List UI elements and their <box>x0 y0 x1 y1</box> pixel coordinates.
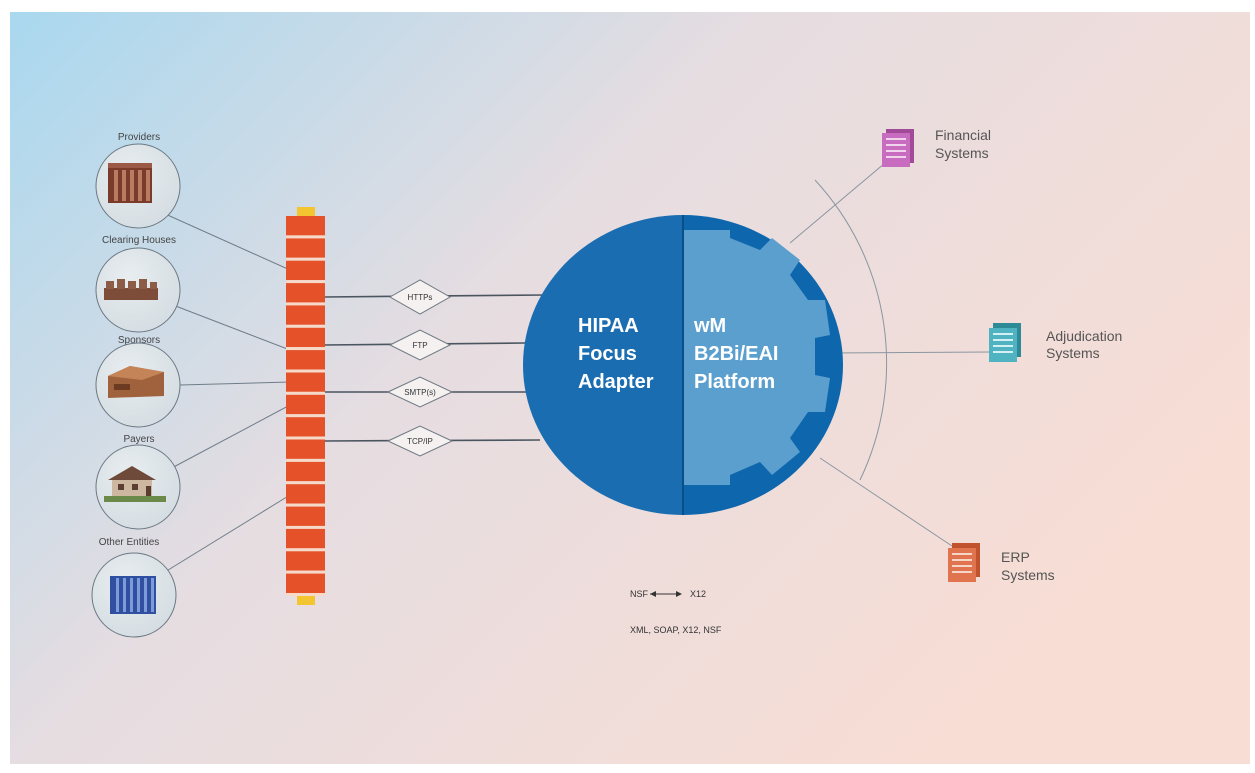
firewall-mortar <box>286 458 325 462</box>
connector-adjudication <box>829 351 991 354</box>
firewall-brick <box>286 394 325 415</box>
entity-label: Clearing Houses <box>102 235 176 246</box>
clearing-house-icon <box>104 279 158 300</box>
system-label-line-2: Systems <box>935 145 989 161</box>
entity-clearing-houses: Clearing Houses <box>95 235 181 333</box>
firewall-mortar <box>286 302 325 306</box>
system-label-line-2: Systems <box>1001 567 1055 583</box>
firewall-bottom-cap <box>297 596 315 605</box>
protocol-label: TCP/IP <box>407 437 433 446</box>
adjudication-systems-icon <box>989 323 1021 362</box>
firewall-mortar <box>286 593 325 596</box>
firewall-mortar <box>286 369 325 373</box>
systems-arc <box>814 179 888 481</box>
entity-payers: Payers <box>95 434 181 530</box>
protocol-tcpip: TCP/IP <box>386 425 454 457</box>
system-label-line-1: Financial <box>935 127 991 143</box>
protocol-label: SMTP(s) <box>404 388 436 397</box>
hub-left-line-1: HIPAA <box>578 315 639 337</box>
hub-left-half <box>523 215 683 515</box>
hub-left-line-3: Adapter <box>578 371 654 393</box>
protocol-smtps: SMTP(s) <box>386 376 454 408</box>
hub-right-line-1: wM <box>693 315 726 337</box>
firewall-mortar <box>286 280 325 284</box>
hub-left-line-2: Focus <box>578 343 637 365</box>
erp-systems-icon <box>948 543 980 582</box>
entity-label: Providers <box>118 132 160 143</box>
firewall-brick <box>286 573 325 593</box>
firewall-mortar <box>286 525 325 529</box>
entity-label: Payers <box>123 434 154 445</box>
firewall-mortar <box>286 436 325 440</box>
protocol-badges: HTTPs FTP SMTP(s) TCP/IP <box>386 279 454 457</box>
sponsor-building-icon <box>108 366 164 398</box>
firewall-brick <box>286 350 325 370</box>
firewall-brick <box>286 283 325 303</box>
entity-connectors <box>151 207 291 576</box>
data-formats: NSF X12 XML, SOAP, X12, NSF <box>630 589 722 635</box>
connector-payers <box>167 404 291 471</box>
firewall-mortar <box>286 548 325 552</box>
provider-building-icon <box>108 163 152 203</box>
firewall-mortar <box>286 257 325 261</box>
system-label-line-2: Systems <box>1046 345 1100 361</box>
firewall-brick <box>286 528 325 549</box>
financial-systems-icon <box>882 129 914 167</box>
firewall-top-cap <box>297 207 315 216</box>
integration-hub: HIPAA Focus Adapter wM B2Bi/EAI Platform <box>523 215 843 515</box>
hub-right-line-3: Platform <box>694 371 775 393</box>
firewall-mortar <box>286 391 325 395</box>
firewall-brick <box>286 461 325 482</box>
hub-right-line-2: B2Bi/EAI <box>694 343 778 365</box>
firewall-brick <box>286 417 325 437</box>
firewall-brick <box>286 551 325 571</box>
connector-providers <box>151 207 291 271</box>
firewall-brick <box>286 372 325 392</box>
firewall-mortar <box>286 324 325 328</box>
hub-gear-shape <box>683 230 830 485</box>
firewall-brick <box>286 260 325 281</box>
firewall-mortar <box>286 481 325 485</box>
firewall-mortar <box>286 503 325 507</box>
firewall-brick <box>286 305 325 325</box>
protocol-ftp: FTP <box>388 329 452 361</box>
entity-label: Sponsors <box>118 335 160 346</box>
format-list: XML, SOAP, X12, NSF <box>630 625 722 635</box>
firewall-brick <box>286 506 325 526</box>
connector-financial <box>789 162 886 244</box>
firewall-mortar <box>286 414 325 418</box>
entity-other-entities: Other Entities <box>91 537 177 638</box>
system-connectors <box>789 162 991 549</box>
system-financial: Financial Systems <box>882 127 991 167</box>
protocol-label: HTTPs <box>408 293 433 302</box>
system-adjudication: Adjudication Systems <box>989 323 1122 362</box>
system-erp: ERP Systems <box>948 543 1055 583</box>
firewall-brick <box>286 238 325 258</box>
firewall-brick <box>286 439 325 459</box>
firewall-brick <box>286 484 325 504</box>
entity-sponsors: Sponsors <box>95 335 181 428</box>
office-building-icon <box>110 576 156 614</box>
firewall-mortar <box>286 235 325 239</box>
entity-label: Other Entities <box>99 537 160 548</box>
firewall-brick <box>286 216 325 236</box>
firewall-mortar <box>286 570 325 574</box>
firewall-mortar <box>286 347 325 351</box>
mapping-right: X12 <box>690 589 706 599</box>
payer-house-icon <box>104 466 166 502</box>
protocol-label: FTP <box>412 341 427 350</box>
system-label-line-1: ERP <box>1001 549 1030 565</box>
system-label-line-1: Adjudication <box>1046 328 1122 344</box>
mapping-left: NSF <box>630 589 649 599</box>
connector-sponsors <box>179 381 291 386</box>
entity-providers: Providers <box>95 132 181 229</box>
firewall <box>286 207 325 605</box>
firewall-brick <box>286 327 325 348</box>
connector-erp <box>819 457 956 549</box>
connector-clearing-houses <box>159 299 291 351</box>
protocol-https: HTTPs <box>388 279 452 315</box>
connector-other-entities <box>159 494 291 576</box>
